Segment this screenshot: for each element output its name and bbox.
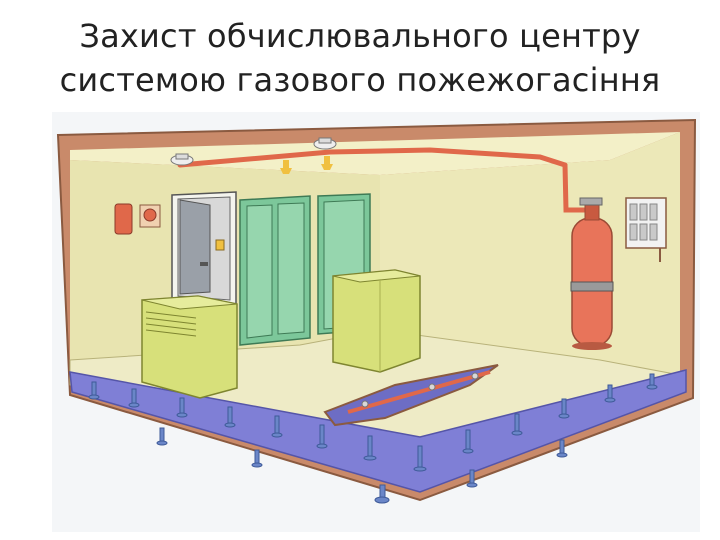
- wall-devices-left: [114, 203, 161, 235]
- title-line-1: Захист обчислювального центру: [79, 17, 641, 55]
- ceiling-pipe: [177, 147, 588, 213]
- door: [171, 191, 237, 306]
- floor-pedestals: [88, 373, 658, 504]
- smoke-detector-icon: [170, 153, 194, 166]
- floor-cutout: [323, 364, 499, 427]
- raised-floor-cavity: [69, 369, 687, 493]
- ceiling-devices: [170, 137, 337, 174]
- nozzle-icon: [280, 160, 292, 174]
- gas-cylinder-icon: [570, 197, 614, 350]
- smoke-detector-icon: [313, 137, 337, 150]
- equipment-box-right: [332, 269, 421, 373]
- slide-title: Захист обчислювального центру системою г…: [0, 14, 720, 102]
- nozzle-icon: [321, 156, 333, 170]
- title-line-2: системою газового пожежогасіння: [59, 61, 661, 99]
- equipment-box-left: [141, 295, 238, 399]
- server-cabinets: [239, 193, 371, 346]
- control-panel-icon: [625, 197, 667, 262]
